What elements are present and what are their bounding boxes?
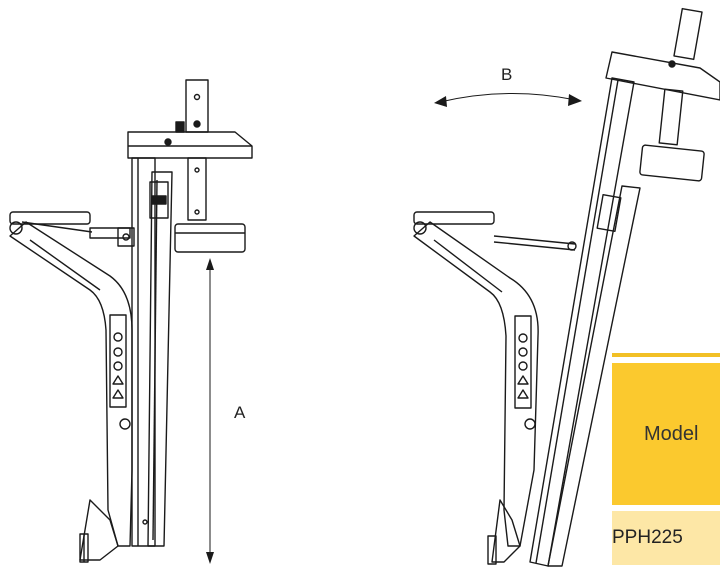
tilted-clamp-head bbox=[605, 51, 720, 101]
spec-table-header: Model bbox=[612, 363, 720, 505]
left-figure-vertical-position bbox=[9, 79, 253, 563]
tilted-base-plate bbox=[487, 535, 497, 565]
tilted-pad bbox=[639, 144, 705, 182]
tilted-hydraulic-cylinder bbox=[413, 211, 495, 225]
spec-table-row: PPH225 bbox=[612, 511, 720, 565]
tilted-warning-labels bbox=[514, 315, 532, 409]
dimension-b-arrow bbox=[434, 93, 582, 107]
dimension-a-label: A bbox=[234, 403, 246, 422]
curved-arm bbox=[9, 221, 133, 547]
dimension-b-label: B bbox=[501, 65, 512, 84]
clamp-head bbox=[127, 131, 253, 159]
tilted-curved-arm bbox=[413, 221, 539, 547]
pad bbox=[174, 223, 246, 253]
warning-labels bbox=[109, 314, 127, 408]
right-figure-tilted-position bbox=[413, 7, 720, 567]
tilted-mounting-post bbox=[673, 7, 703, 61]
dimension-a-arrow bbox=[206, 258, 214, 564]
spec-table: Model PPH225 bbox=[612, 353, 720, 570]
spec-table-top-rule bbox=[612, 353, 720, 357]
hydraulic-cylinder bbox=[9, 211, 91, 225]
